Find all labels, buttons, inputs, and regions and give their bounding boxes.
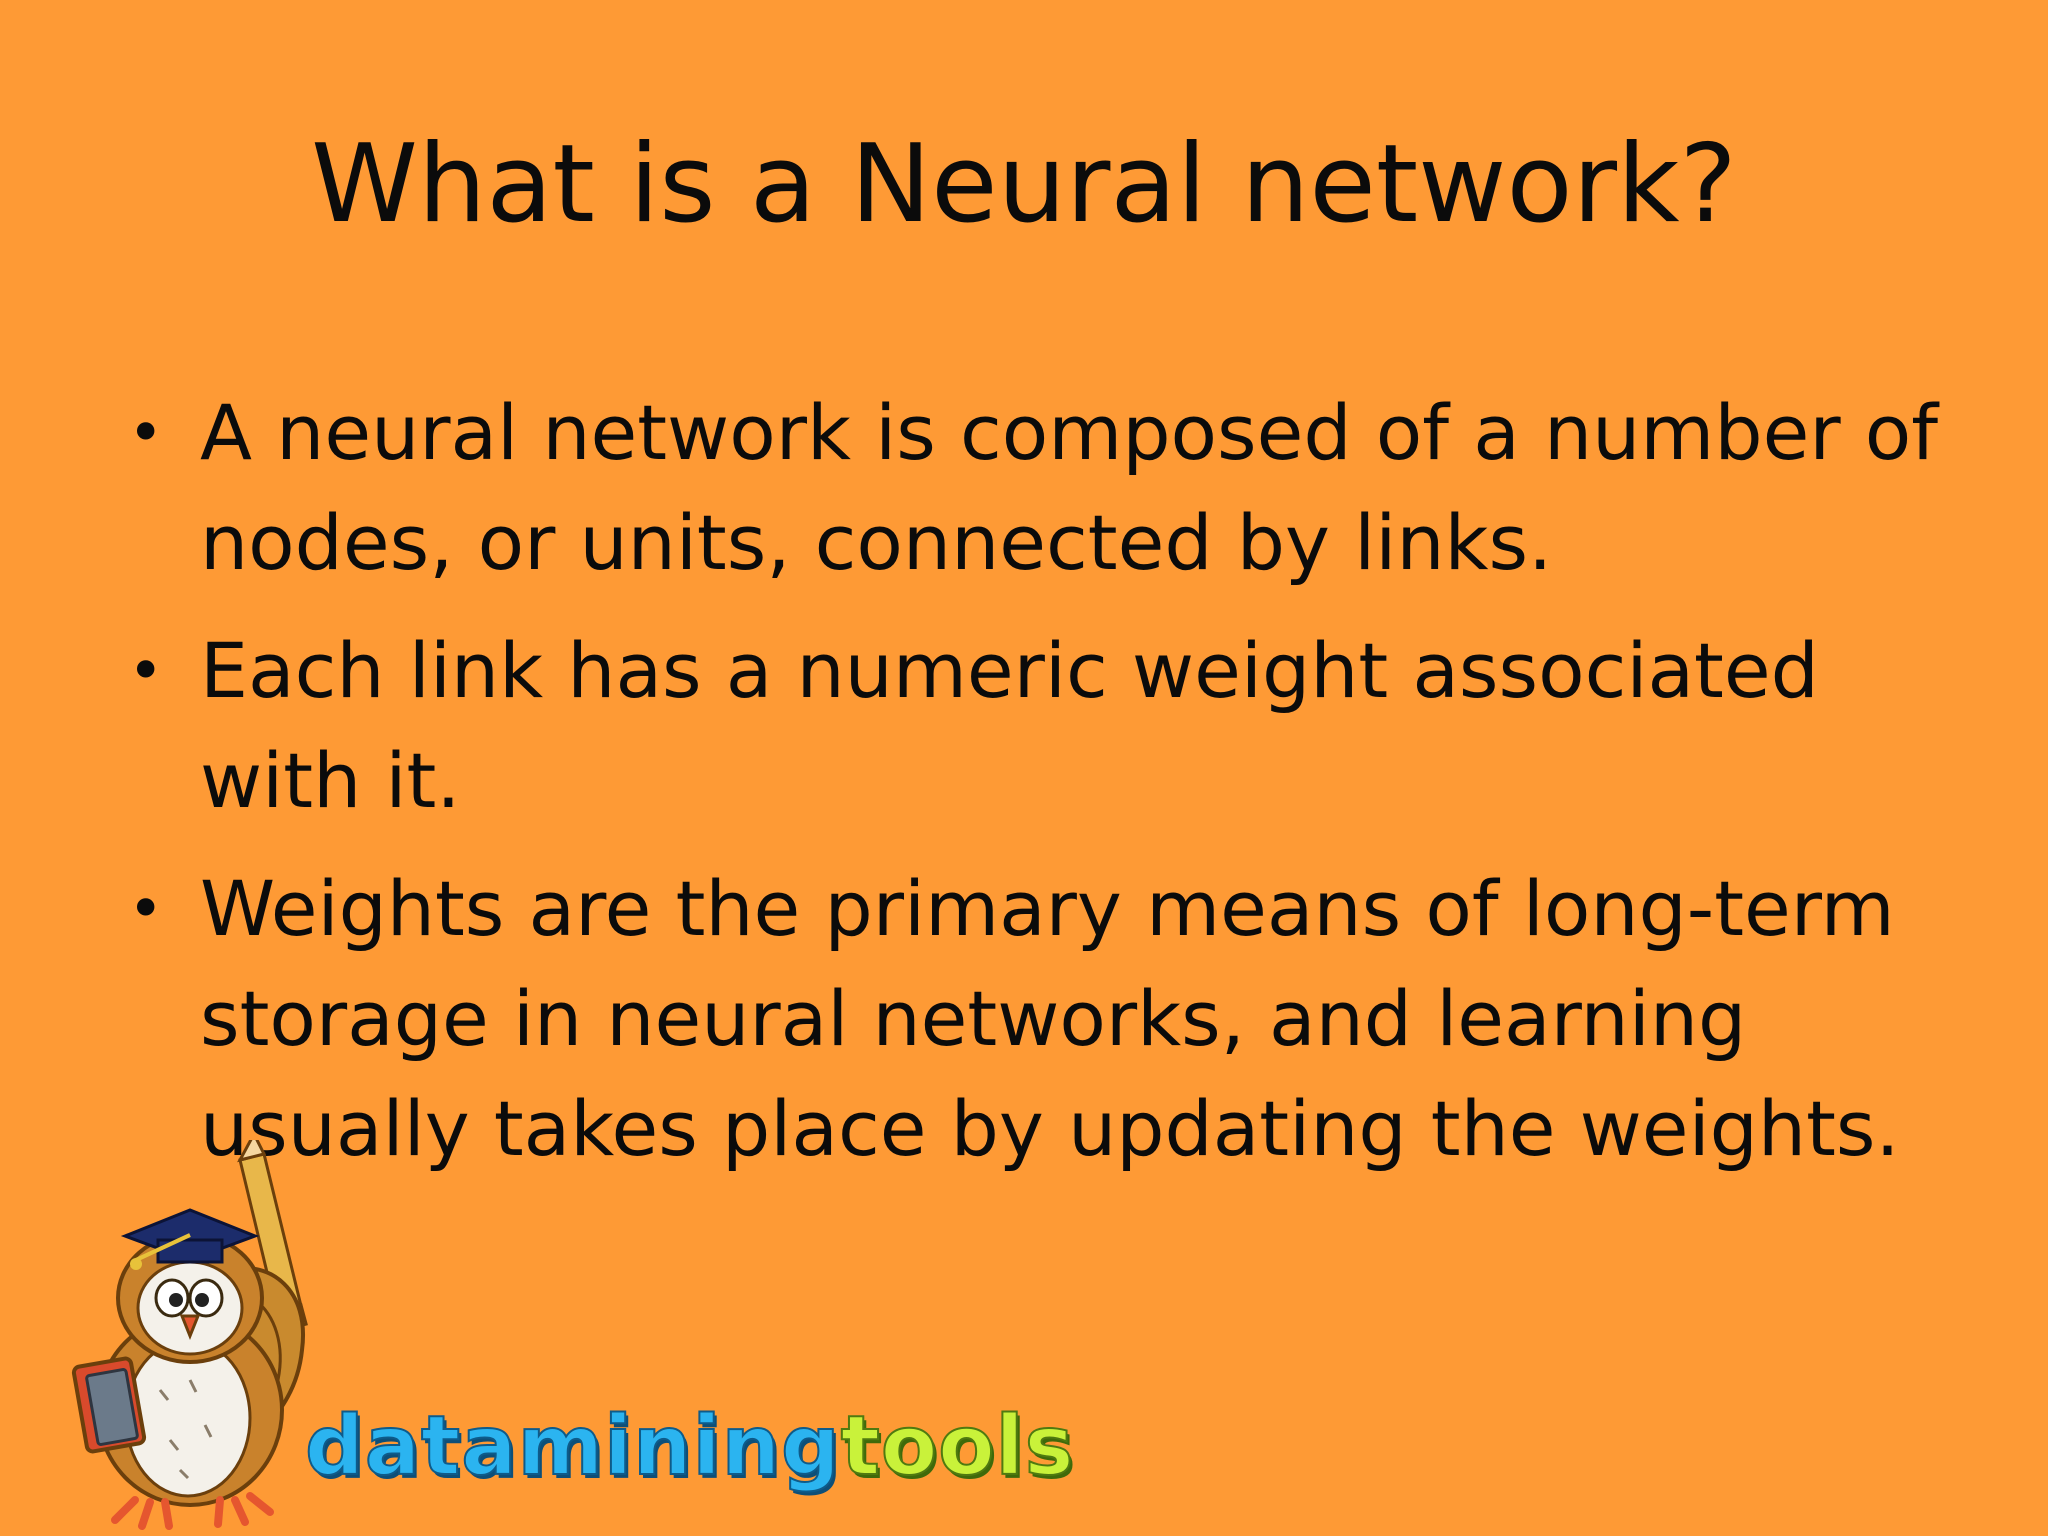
bullet-text: A neural network is composed of a number…	[200, 388, 1938, 587]
bullet-list: • A neural network is composed of a numb…	[120, 378, 1960, 1202]
bullet-item: • Weights are the primary means of long-…	[120, 854, 1960, 1184]
bullet-glyph: •	[128, 874, 164, 944]
bullet-glyph: •	[128, 398, 164, 468]
graduation-cap-icon	[120, 1208, 260, 1270]
owl-graduate-icon	[71, 1140, 308, 1530]
bullet-item: • Each link has a numeric weight associa…	[120, 616, 1960, 836]
bullet-glyph: •	[128, 636, 164, 706]
bullet-item: • A neural network is composed of a numb…	[120, 378, 1960, 598]
logo-wordmark-part1: datamining	[304, 1398, 841, 1495]
slide-title: What is a Neural network?	[311, 122, 1737, 247]
bullet-text: Weights are the primary means of long-te…	[200, 864, 1900, 1173]
book-icon	[71, 1356, 147, 1454]
logo-wordmark-part2: tools	[840, 1398, 1075, 1495]
bullet-text: Each link has a numeric weight associate…	[200, 626, 1819, 825]
